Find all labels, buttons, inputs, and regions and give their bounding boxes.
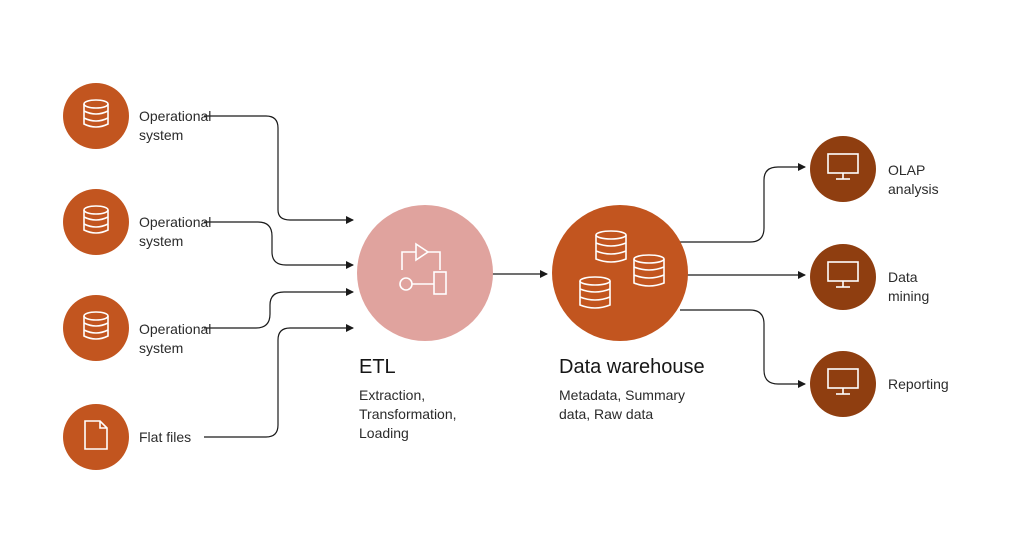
connector-warehouse-to-output-1 [680, 163, 806, 243]
source-label-3: Operational system [139, 321, 212, 356]
monitor-icon [827, 367, 859, 401]
connector-source-1-to-etl [204, 115, 354, 224]
source-node-4 [63, 404, 129, 470]
connector-warehouse-to-output-3 [680, 309, 806, 388]
database-icon [82, 310, 110, 346]
connector-source-4-to-etl [204, 324, 354, 438]
file-icon [83, 419, 109, 456]
monitor-icon [827, 260, 859, 294]
warehouse-node [552, 205, 688, 341]
database-icon [82, 98, 110, 134]
database-icon [82, 204, 110, 240]
output-label-2: Data mining [888, 269, 930, 304]
monitor-icon [827, 152, 859, 186]
source-label-4: Flat files [139, 429, 192, 445]
connector-source-3-to-etl [204, 288, 354, 329]
source-node-3 [63, 295, 129, 361]
source-label-1: Operational system [139, 108, 212, 143]
databases-icon [572, 229, 668, 318]
output-label-3: Reporting [888, 376, 949, 392]
output-node-3 [810, 351, 876, 417]
warehouse-subtitle: Metadata, Summary data, Raw data [559, 387, 686, 422]
source-node-1 [63, 83, 129, 149]
etl-node [357, 205, 493, 341]
process-flow-icon [398, 242, 452, 305]
source-node-2 [63, 189, 129, 255]
connector-source-2-to-etl [204, 221, 354, 269]
warehouse-title: Data warehouse [559, 356, 705, 378]
etl-title: ETL [359, 356, 396, 378]
etl-subtitle: Extraction, Transformation, Loading [359, 387, 457, 441]
output-node-2 [810, 244, 876, 310]
source-label-2: Operational system [139, 214, 212, 249]
output-node-1 [810, 136, 876, 202]
output-label-1: OLAP analysis [888, 162, 939, 197]
